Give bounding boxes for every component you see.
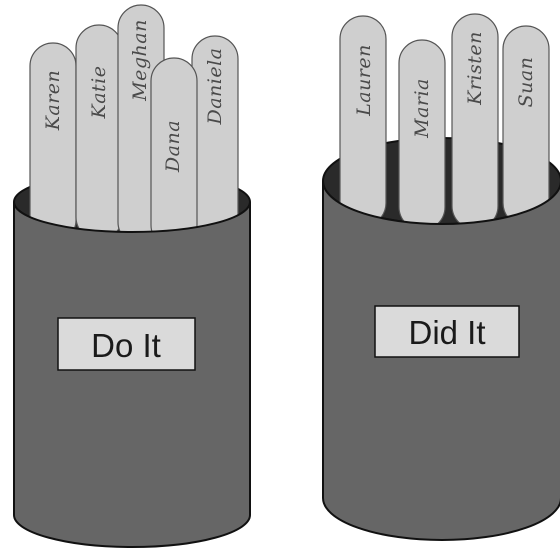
- do-it-label-text: Do It: [91, 327, 161, 364]
- stick-karen: Karen: [30, 43, 76, 243]
- stick-maria-name: Maria: [411, 78, 433, 139]
- do-it-cup: Karen Katie Meghan Daniela Dana: [14, 5, 250, 547]
- stick-dana: Dana: [151, 58, 197, 248]
- stick-katie: Katie: [76, 25, 122, 240]
- stick-kristen: Kristen: [452, 14, 498, 229]
- did-it-label-text: Did It: [408, 314, 485, 351]
- stick-lauren: Lauren: [340, 16, 386, 226]
- stick-lauren-name: Lauren: [353, 44, 375, 117]
- stick-meghan-name: Meghan: [129, 19, 151, 102]
- do-it-sticks: Karen Katie Meghan Daniela Dana: [30, 5, 238, 248]
- stick-maria: Maria: [399, 40, 445, 230]
- stick-daniela: Daniela: [192, 36, 238, 241]
- stick-katie-name: Katie: [88, 66, 110, 120]
- did-it-sticks: Lauren Maria Kristen Suan: [340, 14, 549, 230]
- stick-daniela-name: Daniela: [204, 47, 226, 125]
- did-it-cup-body: [323, 181, 560, 540]
- do-it-cup-body: [14, 202, 250, 547]
- did-it-cup: Lauren Maria Kristen Suan Did It: [323, 14, 560, 540]
- did-it-label: Did It: [375, 306, 519, 357]
- stick-kristen-name: Kristen: [464, 31, 486, 106]
- do-it-label: Do It: [58, 318, 195, 370]
- stick-suan: Suan: [503, 26, 549, 226]
- stick-dana-name: Dana: [162, 120, 184, 173]
- stick-karen-name: Karen: [42, 70, 64, 132]
- stick-suan-name: Suan: [515, 57, 537, 108]
